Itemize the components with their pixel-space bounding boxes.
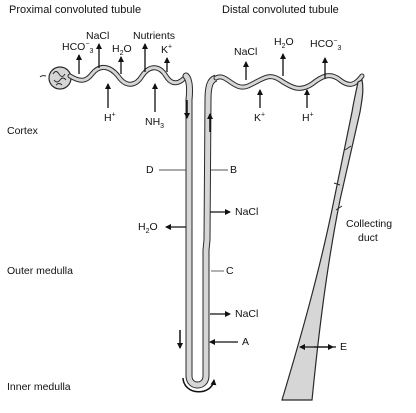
hco3-proximal-label: HCO−3 — [62, 40, 94, 56]
k-proximal-label: K+ — [161, 43, 173, 57]
h-distal-label: H+ — [302, 111, 314, 125]
proximal-tubule — [67, 65, 189, 87]
distal-heading: Distal convoluted tubule — [222, 4, 339, 16]
label-d: D — [146, 164, 154, 176]
nacl-lower-label: NaCl — [235, 308, 259, 320]
inner-medulla-label: Inner medulla — [7, 381, 71, 393]
label-e: E — [340, 341, 348, 353]
nacl-upper-label: NaCl — [235, 206, 259, 218]
label-c: C — [226, 265, 234, 277]
collecting-duct — [281, 79, 364, 401]
h2o-proximal-label: H2O — [112, 43, 132, 58]
h-proximal-label: H+ — [104, 111, 116, 125]
collecting-duct-label-line1: Collecting — [346, 218, 393, 230]
nh3-label: NH3 — [145, 116, 165, 131]
nutrients-label: Nutrients — [133, 30, 176, 42]
outer-medulla-label: Outer medulla — [7, 265, 73, 277]
hco3-distal-label: HCO−3 — [310, 37, 342, 53]
glomerulus — [39, 66, 72, 90]
collecting-duct-label-line2: duct — [358, 232, 378, 244]
cortex-label: Cortex — [7, 125, 38, 137]
label-b: B — [230, 164, 238, 176]
nacl-distal-label: NaCl — [234, 46, 258, 58]
label-a: A — [242, 336, 250, 348]
nacl-proximal-label: NaCl — [86, 30, 110, 42]
flow-arrow-turn — [182, 377, 217, 393]
proximal-heading: Proximal convoluted tubule — [9, 4, 142, 16]
h2o-loop-label: H2O — [138, 221, 158, 236]
k-distal-label: K+ — [254, 111, 266, 125]
h2o-distal-label: H2O — [274, 36, 294, 51]
